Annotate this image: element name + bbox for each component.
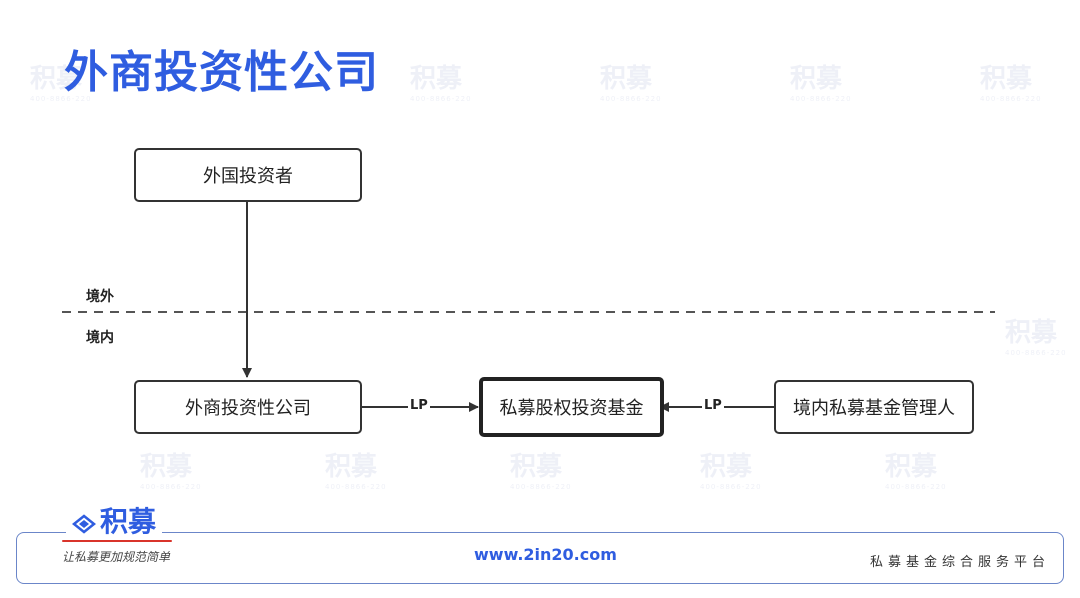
box-domestic-manager: 境内私募基金管理人 [774, 380, 974, 434]
slogan-underline [62, 540, 172, 542]
footer-logo: 积募 [66, 500, 163, 540]
footer-url-link[interactable]: www.2in20.com [474, 545, 617, 564]
edge-label-lp-left: LP [408, 398, 430, 413]
edge-label-lp-right: LP [702, 398, 724, 413]
footer-platform-text: 私募基金综合服务平台 [869, 555, 1050, 570]
box-fie-company: 外商投资性公司 [134, 380, 362, 434]
label-offshore: 境外 [86, 289, 114, 305]
label-onshore: 境内 [86, 330, 114, 346]
footer-slogan: 让私募更加规范简单 [62, 550, 171, 564]
logo-icon [72, 513, 96, 534]
box-foreign-investor: 外国投资者 [134, 148, 362, 202]
footer-bar [16, 532, 1064, 584]
page-title: 外商投资性公司 [64, 47, 379, 98]
box-pe-fund: 私募股权投资基金 [479, 377, 664, 437]
